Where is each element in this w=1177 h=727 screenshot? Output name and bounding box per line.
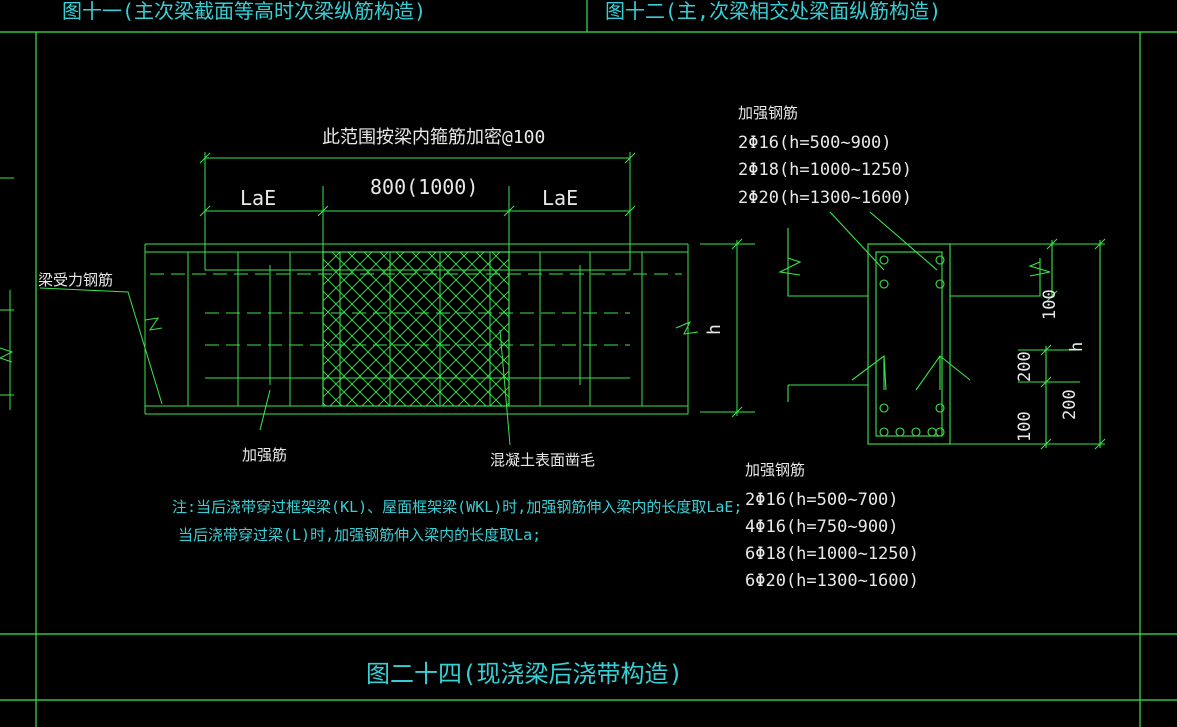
note-line-2: 当后浇带穿过梁(L)时,加强钢筋伸入梁内的长度取La;: [178, 526, 541, 544]
elevation-leaders: [39, 287, 511, 446]
section-dim-h: h: [1067, 342, 1087, 352]
header-left-title: 图十一(主次梁截面等高时次梁纵筋构造): [62, 0, 426, 23]
section-top-label: 加强钢筋: [738, 104, 798, 122]
note-line-1: 注:当后浇带穿过框架梁(KL)、屋面框架梁(WKL)时,加强钢筋伸入梁内的长度取…: [172, 498, 742, 516]
label-concrete-roughen: 混凝土表面凿毛: [490, 451, 595, 469]
figure-title: 图二十四(现浇梁后浇带构造): [366, 660, 683, 688]
section-bottom-spec-1: 2Φ16(h=500~700): [745, 490, 899, 510]
section-bottom-spec-4: 6Φ20(h=1300~1600): [745, 571, 919, 591]
beam-section: [778, 211, 1106, 450]
left-edge-fragment: [0, 177, 14, 410]
section-bottom-spec-3: 6Φ18(h=1000~1250): [745, 544, 919, 564]
dim-middle-length: 800(1000): [370, 175, 478, 199]
header-right-title: 图十二(主,次梁相交处梁面纵筋构造): [605, 0, 941, 23]
section-dim-100-top: 100: [1040, 289, 1060, 320]
dim-h-elevation: h: [704, 324, 725, 335]
section-dim-200-b: 200: [1060, 389, 1080, 420]
strip-stirrups: [339, 252, 491, 406]
elevation-dimensions: [199, 152, 755, 418]
section-rebars: [879, 255, 945, 437]
section-bottom-spec-2: 4Φ16(h=750~900): [745, 517, 899, 537]
section-top-spec-3: 2Φ20(h=1300~1600): [738, 188, 912, 208]
label-reinforcement-bar: 加强筋: [242, 446, 287, 464]
section-dim-200-a: 200: [1015, 351, 1035, 382]
post-cast-strip-hatch: [322, 251, 510, 407]
label-main-rebar: 梁受力钢筋: [38, 271, 113, 289]
dim-left-lae: LaE: [240, 186, 276, 210]
section-top-spec-2: 2Φ18(h=1000~1250): [738, 160, 912, 180]
dim-right-lae: LaE: [542, 186, 578, 210]
section-bottom-label: 加强钢筋: [745, 461, 805, 479]
section-top-spec-1: 2Φ16(h=500~900): [738, 133, 892, 153]
section-dim-100-bottom: 100: [1015, 411, 1035, 442]
strip-stirrup-note: 此范围按梁内箍筋加密@100: [322, 127, 545, 148]
